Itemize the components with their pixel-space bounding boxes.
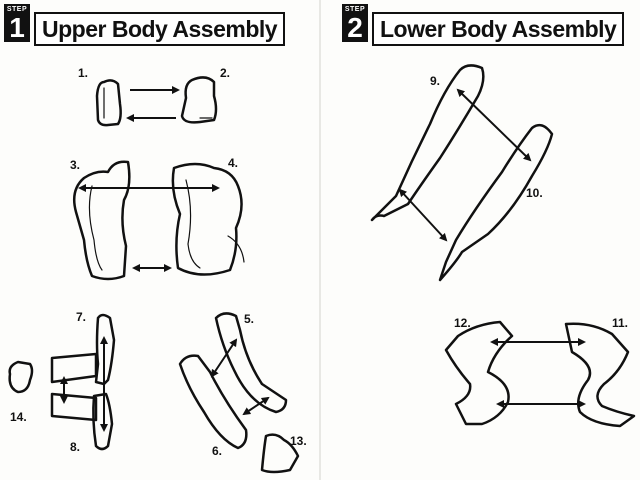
step-1-number: 1	[9, 12, 25, 43]
step-2-number: 2	[347, 12, 363, 43]
step-2-title: Lower Body Assembly	[372, 12, 625, 46]
part-10-leg	[438, 123, 554, 282]
step-1-word: STEP	[6, 6, 28, 13]
label-part-4: 4.	[228, 156, 239, 170]
label-part-14: 14.	[10, 410, 27, 424]
page-fold	[319, 0, 321, 480]
part-12-lower-leg	[444, 320, 514, 426]
label-part-12: 12.	[454, 316, 471, 330]
part-1-shoulder	[95, 79, 122, 127]
label-part-2: 2.	[220, 66, 231, 80]
part-8-arm	[92, 392, 114, 451]
label-part-8: 8.	[70, 440, 81, 454]
step-2-badge: STEP 2	[342, 4, 368, 42]
part-13-hand	[260, 433, 300, 474]
part-6-forearm	[178, 354, 248, 450]
part-3-torso-left	[73, 160, 131, 281]
label-part-10: 10.	[526, 186, 543, 200]
label-part-11: 11.	[612, 316, 629, 330]
label-part-3: 3.	[70, 158, 81, 172]
label-part-5: 5.	[244, 312, 255, 326]
part-4-torso-right	[171, 162, 243, 276]
step-1-title: Upper Body Assembly	[34, 12, 286, 46]
label-part-13: 13.	[290, 434, 307, 448]
label-part-6: 6.	[212, 444, 223, 458]
part-9-leg	[370, 64, 485, 222]
label-part-9: 9.	[430, 74, 441, 88]
label-part-1: 1.	[78, 66, 89, 80]
part-7-arm	[94, 313, 116, 386]
label-part-7: 7.	[76, 310, 87, 324]
part-11-lower-leg	[564, 322, 636, 428]
part-14-fist	[8, 360, 34, 394]
step-1-badge: STEP 1	[4, 4, 30, 42]
part-2-shoulder	[180, 76, 218, 124]
step-2-word: STEP	[344, 6, 366, 13]
part-5-forearm	[214, 312, 288, 414]
